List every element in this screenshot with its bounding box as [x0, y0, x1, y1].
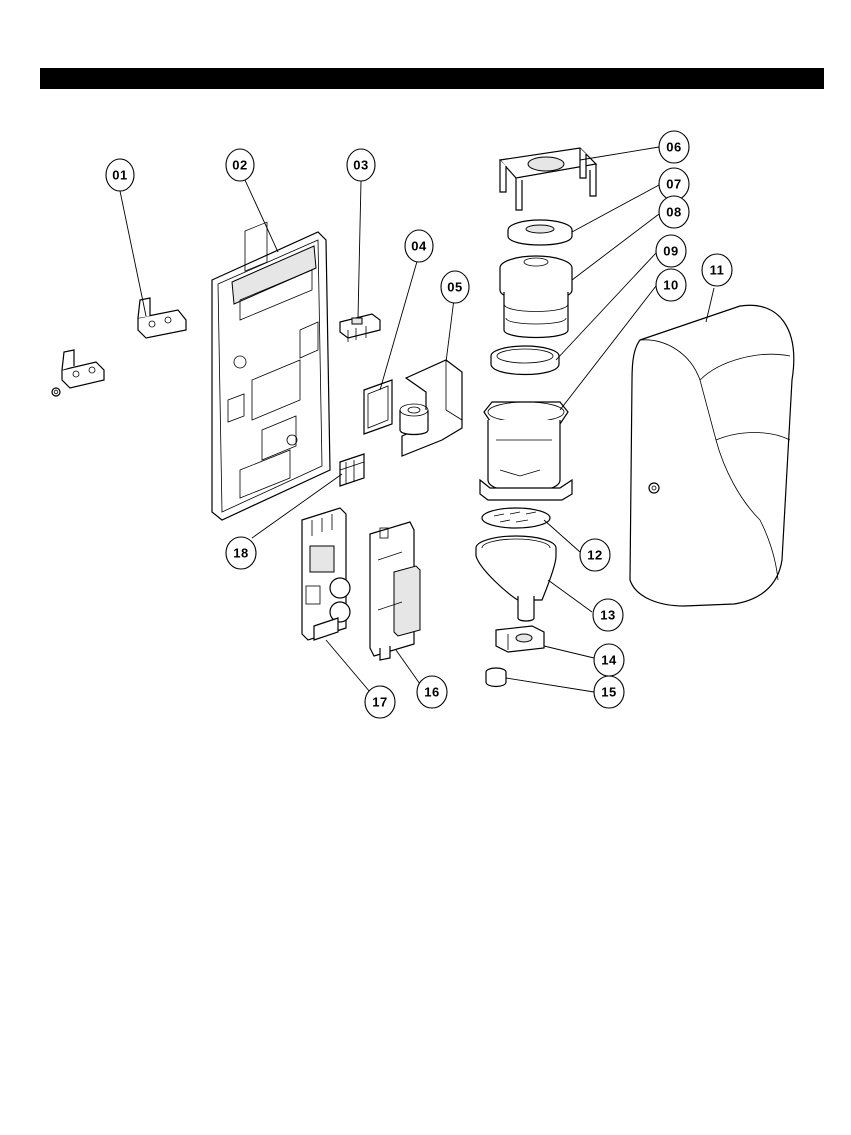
part-01-brackets: [52, 298, 186, 396]
callout-11: 11: [702, 254, 732, 286]
callout-02-label: 02: [232, 158, 247, 173]
part-03-connector: [340, 314, 380, 342]
part-09-ring: [491, 346, 559, 375]
callout-04-label: 04: [411, 239, 427, 254]
callout-03-label: 03: [353, 158, 368, 173]
callout-12: 12: [580, 539, 610, 571]
callout-18: 18: [226, 537, 256, 569]
callout-13-label: 13: [600, 608, 615, 623]
callout-07-label: 07: [666, 177, 681, 192]
callout-05: 05: [441, 271, 469, 303]
callout-14: 14: [594, 644, 624, 676]
callout-04: 04: [405, 230, 433, 262]
callout-16: 16: [417, 676, 447, 708]
callout-18-label: 18: [233, 546, 248, 561]
part-16-pcb-bracket: [370, 522, 420, 660]
part-14-clip: [496, 626, 544, 652]
part-06-top-bracket: [500, 148, 596, 210]
callout-16-label: 16: [424, 685, 439, 700]
callout-11-label: 11: [710, 263, 725, 278]
callout-14-label: 14: [601, 653, 617, 668]
part-17-pcb: [302, 508, 350, 640]
part-08-motor: [500, 256, 572, 338]
part-07-gasket: [508, 220, 572, 245]
callout-08: 08: [659, 196, 689, 228]
callout-10-label: 10: [663, 278, 678, 293]
part-11-front-cover: [630, 305, 794, 606]
callout-15: 15: [594, 676, 624, 708]
part-12-plate: [482, 508, 550, 528]
part-02-back-plate: [212, 222, 330, 520]
callout-07: 07: [659, 168, 689, 200]
callout-08-label: 08: [666, 205, 681, 220]
part-04-board: [364, 380, 392, 434]
callout-02: 02: [226, 149, 254, 181]
callout-17: 17: [365, 686, 395, 718]
part-18-terminal-block: [340, 454, 364, 486]
callout-09: 09: [656, 235, 686, 267]
part-05-cover: [400, 360, 462, 456]
callout-01: 01: [106, 159, 134, 191]
callout-12-label: 12: [587, 548, 602, 563]
callout-15-label: 15: [601, 685, 616, 700]
part-15-cap: [486, 668, 506, 687]
callout-05-label: 05: [447, 280, 462, 295]
callout-13: 13: [593, 599, 623, 631]
callout-09-label: 09: [663, 244, 678, 259]
callout-10: 10: [656, 269, 686, 301]
callout-06: 06: [659, 131, 689, 163]
callout-17-label: 17: [372, 695, 387, 710]
callout-06-label: 06: [666, 140, 681, 155]
part-10-housing: [480, 402, 572, 500]
callout-03: 03: [347, 149, 375, 181]
callout-01-label: 01: [112, 168, 127, 183]
part-13-funnel: [476, 536, 556, 621]
